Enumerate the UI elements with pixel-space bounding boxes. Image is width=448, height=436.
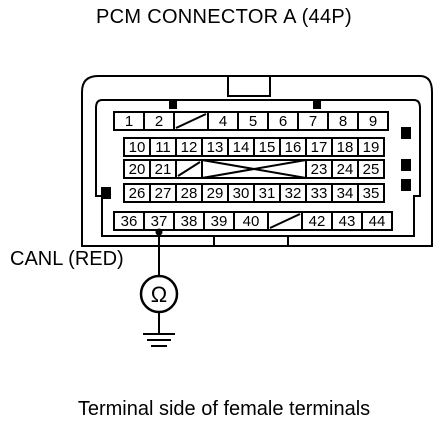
probe-label: CANL (RED) — [10, 248, 124, 270]
pin-35 — [357, 183, 385, 203]
pin-number: 26 — [129, 185, 146, 202]
connector-key — [213, 235, 289, 247]
pin-number: 27 — [155, 185, 172, 202]
pin-number: 10 — [129, 139, 146, 156]
side-tab-right-2 — [401, 159, 411, 171]
pin-number: 23 — [311, 161, 328, 178]
pin-number: 7 — [309, 113, 317, 130]
pin-number: 25 — [363, 161, 380, 178]
pin-9 — [357, 111, 389, 131]
pin-44 — [361, 211, 393, 231]
pin-number: 11 — [155, 139, 171, 156]
side-tab-left — [101, 187, 111, 199]
pin-number: 39 — [211, 213, 228, 230]
pin-number: 6 — [279, 113, 287, 130]
pin-number: 14 — [233, 139, 250, 156]
pin-number: 1 — [125, 113, 133, 130]
pin-number: 8 — [339, 113, 347, 130]
pin-41-blank-slash — [269, 213, 301, 229]
pin-number: 35 — [363, 185, 380, 202]
pin-number: 19 — [363, 139, 380, 156]
pin-25 — [357, 159, 385, 179]
side-tab-right-1 — [401, 127, 411, 139]
pin-number: 20 — [129, 161, 146, 178]
pin-3-blank-slash — [175, 113, 207, 129]
pin-number: 2 — [155, 113, 163, 130]
pin-number: 18 — [337, 139, 354, 156]
pin-number: 16 — [285, 139, 302, 156]
pin-number: 17 — [311, 139, 328, 156]
pin-number: 4 — [219, 113, 227, 130]
pin-number: 32 — [285, 185, 302, 202]
pin-number: 36 — [121, 213, 138, 230]
pin-number: 34 — [337, 185, 354, 202]
pin-number: 15 — [259, 139, 276, 156]
pin-number: 9 — [369, 113, 377, 130]
pin-number: 31 — [259, 185, 276, 202]
pin-19 — [357, 137, 385, 157]
pin-number: 37 — [151, 213, 168, 230]
pin-number: 21 — [155, 161, 172, 178]
connector-inner-frame — [95, 99, 421, 237]
pin-number: 43 — [339, 213, 356, 230]
pin-number: 28 — [181, 185, 198, 202]
pin-number: 12 — [181, 139, 198, 156]
pin-number: 44 — [369, 213, 386, 230]
ohm-symbol: Ω — [151, 282, 167, 307]
blank-area-cross-2 — [201, 159, 307, 179]
pin-22-blank-slash — [177, 161, 201, 177]
connector-housing — [81, 75, 433, 247]
pin-number: 13 — [207, 139, 224, 156]
side-tab-right-3 — [401, 179, 411, 191]
probe-tip — [155, 228, 163, 236]
diagram-caption: Terminal side of female terminals — [77, 398, 371, 420]
connector-latch — [227, 75, 271, 97]
pin-number: 33 — [311, 185, 328, 202]
pin-number: 42 — [309, 213, 326, 230]
pin-number: 38 — [181, 213, 198, 230]
pin-number: 24 — [337, 161, 354, 178]
top-tab-left — [169, 101, 177, 109]
diagram-title: PCM CONNECTOR A (44P) — [96, 6, 352, 28]
pin-number: 29 — [207, 185, 224, 202]
pin-number: 5 — [249, 113, 257, 130]
pin-number: 40 — [243, 213, 260, 230]
pin-number: 30 — [233, 185, 250, 202]
top-tab-right — [313, 101, 321, 109]
